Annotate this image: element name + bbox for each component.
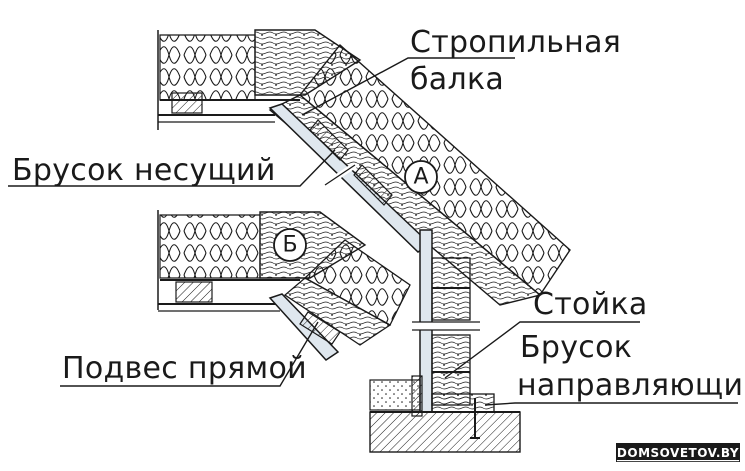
label-guide-bar-line1: Брусок — [520, 330, 632, 365]
detail-marker-a: А — [404, 160, 438, 194]
watermark-text: DOMSOVETOV.BY — [617, 446, 739, 460]
leader-load-bearing-bar — [8, 149, 336, 187]
label-guide-bar-line2: направляющий — [517, 368, 745, 403]
watermark: DOMSOVETOV.BY — [616, 443, 740, 462]
floor-assembly — [369, 375, 521, 453]
detail-marker-b: Б — [273, 228, 307, 262]
label-rafter-beam-line1: Стропильная — [410, 25, 621, 60]
label-load-bearing-bar: Брусок несущий — [12, 153, 276, 188]
lower-assembly — [157, 210, 411, 361]
leader-guide-bar — [484, 402, 738, 406]
detail-marker-b-text: Б — [282, 233, 297, 258]
post-assembly — [412, 229, 480, 413]
detail-marker-a-text: А — [413, 165, 428, 190]
label-rafter-beam-line2: балка — [410, 62, 504, 97]
leader-lines — [8, 57, 738, 406]
leader-straight-hanger — [60, 321, 319, 387]
label-post: Стойка — [533, 287, 648, 322]
leader-post — [444, 321, 640, 379]
label-straight-hanger: Подвес прямой — [62, 351, 307, 386]
leader-rafter-beam — [301, 57, 515, 116]
